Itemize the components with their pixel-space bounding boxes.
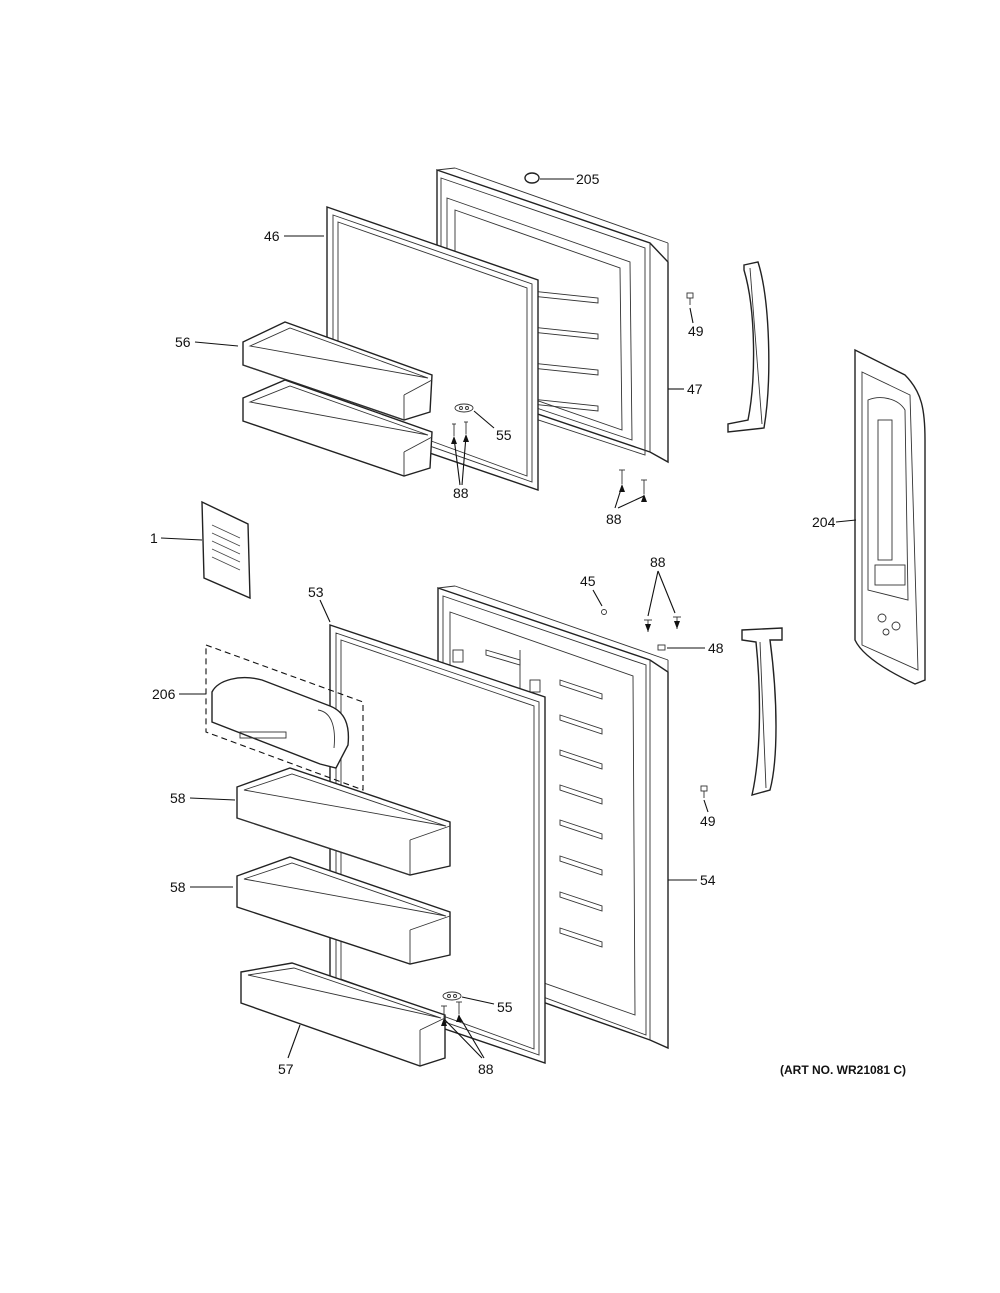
callout-58-upper: 58	[170, 790, 186, 806]
manual-booklet	[201, 500, 251, 600]
callout-88-upper-right: 88	[606, 511, 622, 527]
door-handle-trim-panel	[854, 348, 926, 685]
callout-205: 205	[576, 171, 600, 187]
callout-47: 47	[687, 381, 703, 397]
callout-88-lower: 88	[478, 1061, 494, 1077]
callout-48: 48	[708, 640, 724, 656]
callout-49-upper: 49	[688, 323, 704, 339]
plug-button-205	[524, 172, 540, 184]
leader-lines	[160, 178, 857, 1059]
fresh-food-door-bin-58-upper	[236, 767, 451, 876]
callout-204: 204	[812, 514, 836, 530]
part-48	[657, 644, 666, 651]
callout-56: 56	[175, 334, 191, 350]
handle-screw-lower	[700, 785, 708, 798]
callout-57: 57	[278, 1061, 294, 1077]
callout-labels: 205 46 49 56 47 55 88 88 204 1 45 88 53 …	[150, 171, 906, 1077]
callout-53: 53	[308, 584, 324, 600]
freezer-door-bin-upper	[242, 321, 433, 421]
screws-88-upper-left	[452, 421, 468, 436]
hinge-pin-upper	[454, 403, 474, 413]
callout-54: 54	[700, 872, 716, 888]
callout-55-upper: 55	[496, 427, 512, 443]
callout-58-lower: 58	[170, 879, 186, 895]
screws-88-lower	[441, 1001, 462, 1018]
callout-45: 45	[580, 573, 596, 589]
freezer-handle	[727, 261, 770, 433]
callout-46: 46	[264, 228, 280, 244]
callout-55-lower: 55	[497, 999, 513, 1015]
callout-206: 206	[152, 686, 176, 702]
callout-1: 1	[150, 530, 158, 546]
screws-88-upper-right	[619, 469, 647, 494]
art-number: (ART NO. WR21081 C)	[780, 1063, 906, 1077]
callout-49-lower: 49	[700, 813, 716, 829]
callout-88-center-right: 88	[650, 554, 666, 570]
fresh-food-door-bin-58-lower	[236, 856, 451, 965]
fresh-food-handle	[741, 627, 783, 796]
handle-screw-upper	[686, 292, 694, 305]
fresh-food-door-bin-57	[240, 962, 446, 1067]
freezer-door-bin-lower	[242, 379, 433, 477]
dairy-compartment-assembly	[205, 644, 364, 791]
hinge-pin-lower	[442, 991, 462, 1001]
part-45	[601, 609, 607, 615]
leader-arrowheads	[441, 434, 680, 1026]
callout-88-upper-left: 88	[453, 485, 469, 501]
